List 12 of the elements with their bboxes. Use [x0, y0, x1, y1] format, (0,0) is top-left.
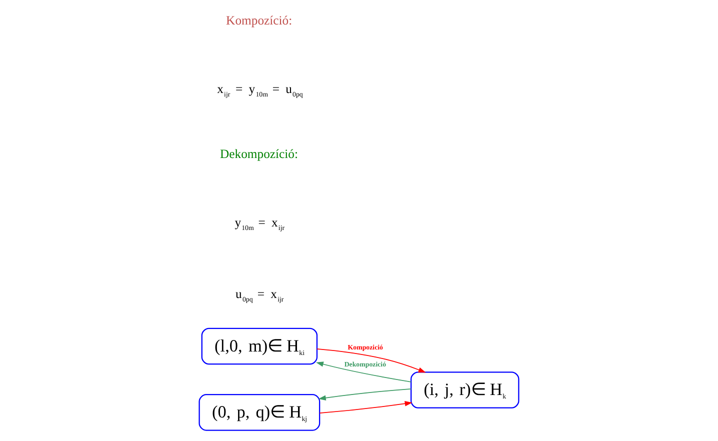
node-box: (l,0, m)∈ H$_{ki}$	[201, 328, 318, 365]
arrow	[316, 362, 412, 382]
label: x$_{ijr}$ = y$_{10m}$ = u$_{0pq}$	[217, 82, 303, 99]
label: u$_{0pq}$ = x$_{ijr}$	[236, 286, 284, 304]
label: y$_{10m}$ = x$_{ijr}$	[234, 216, 285, 232]
node-box: (0, p, q)∈ H$_{kj}$	[198, 394, 320, 431]
label: Kompozíció:	[226, 13, 292, 28]
arrow	[318, 388, 412, 400]
arrow	[319, 401, 412, 414]
node-box: (i, j, r)∈ H$_{k}$	[410, 372, 520, 408]
arrow	[316, 348, 426, 373]
label: Dekompozíció:	[220, 146, 298, 161]
